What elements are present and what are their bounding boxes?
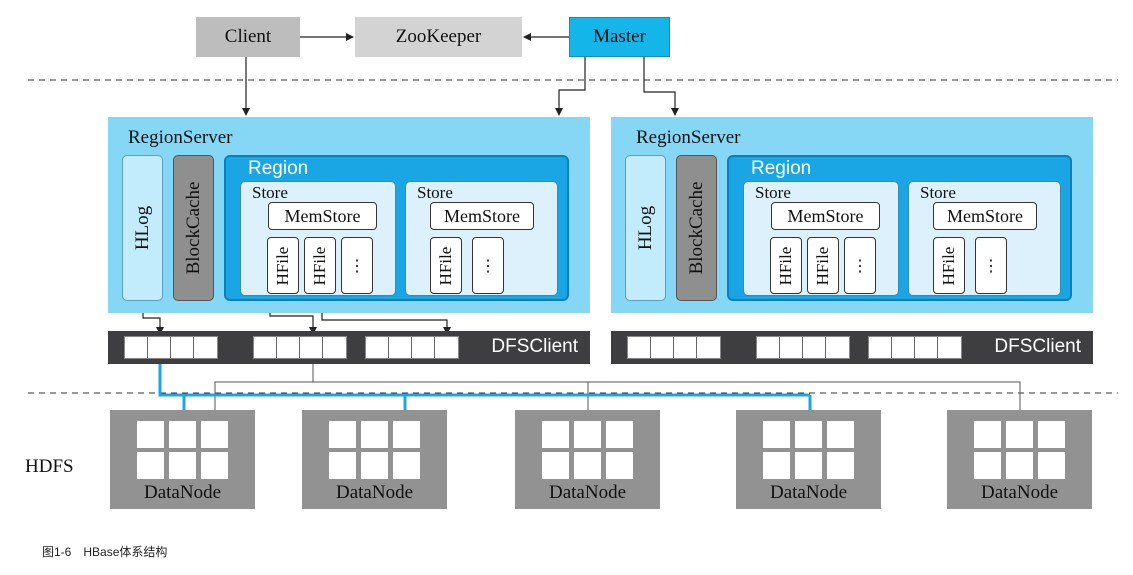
hfile: HFile (770, 237, 802, 294)
datanode-label: DataNode (335, 482, 414, 503)
more-hfiles: ⋮ (341, 237, 373, 294)
store-title: Store (417, 183, 453, 202)
hfile: HFile (430, 237, 462, 294)
datanode-1: DataNode (110, 410, 255, 509)
hfile: HFile (267, 237, 299, 294)
blockcache: BlockCache (173, 155, 214, 301)
store-1: Store MemStore HFile HFile ⋮ (240, 181, 396, 296)
hfile: HFile (304, 237, 336, 294)
dfs-block-group (627, 336, 721, 359)
regionserver-2: RegionServer HLog BlockCache Region Stor… (611, 117, 1093, 313)
memstore: MemStore (268, 202, 377, 230)
dfs-block-group (868, 336, 962, 359)
regionserver-title: RegionServer (128, 127, 233, 148)
hfile: HFile (933, 237, 965, 294)
regionserver-1: RegionServer HLog BlockCache Region Stor… (108, 117, 590, 313)
datanode-label: DataNode (980, 482, 1059, 503)
store-title: Store (920, 183, 956, 202)
datanode-4: DataNode (736, 410, 881, 509)
store-1: Store MemStore HFile HFile ⋮ (743, 181, 899, 296)
more-hfiles: ⋮ (472, 237, 504, 294)
region: Region Store MemStore HFile HFile ⋮ Stor… (224, 155, 569, 301)
more-hfiles: ⋮ (975, 237, 1007, 294)
datanode-2: DataNode (302, 410, 447, 509)
dfsclient-1: DFSClient (108, 331, 590, 364)
dfsclient-label: DFSClient (994, 336, 1081, 357)
dfsclient-2: DFSClient (611, 331, 1093, 364)
store-2: Store MemStore HFile ⋮ (908, 181, 1061, 296)
client-box: Client (196, 17, 300, 57)
arrow-dfs-dn5 (588, 381, 1024, 420)
store-title: Store (252, 183, 288, 202)
region-title: Region (751, 158, 812, 179)
arrow-dfs-dn1 (211, 381, 313, 420)
arrow-master-rs2 (643, 57, 679, 116)
hdfs-label: HDFS (25, 456, 74, 477)
hfile: HFile (807, 237, 839, 294)
datanode-3: DataNode (515, 410, 660, 509)
store-title: Store (755, 183, 791, 202)
more-hfiles: ⋮ (844, 237, 876, 294)
regionserver-title: RegionServer (636, 127, 741, 148)
datanode-label: DataNode (769, 482, 848, 503)
dfs-block-group (756, 336, 850, 359)
dfs-block-group (253, 336, 347, 359)
master-box: Master (569, 17, 670, 57)
zookeeper-box: ZooKeeper (355, 17, 522, 57)
store-2: Store MemStore HFile ⋮ (405, 181, 558, 296)
memstore: MemStore (933, 202, 1037, 230)
dfsclient-label: DFSClient (491, 336, 578, 357)
hlog: HLog (122, 155, 163, 301)
region-title: Region (248, 158, 309, 179)
memstore: MemStore (771, 202, 880, 230)
region: Region Store MemStore HFile HFile ⋮ Stor… (727, 155, 1072, 301)
dfs-block-group (124, 336, 218, 359)
dfs-block-group (365, 336, 459, 359)
blockcache: BlockCache (676, 155, 717, 301)
datanode-label: DataNode (548, 482, 627, 503)
datanode-5: DataNode (947, 410, 1092, 509)
memstore: MemStore (430, 202, 534, 230)
datanode-label: DataNode (143, 482, 222, 503)
arrow-master-rs1 (555, 57, 586, 116)
hlog: HLog (625, 155, 666, 301)
figure-caption: 图1-6 HBase体系结构 (42, 545, 168, 559)
